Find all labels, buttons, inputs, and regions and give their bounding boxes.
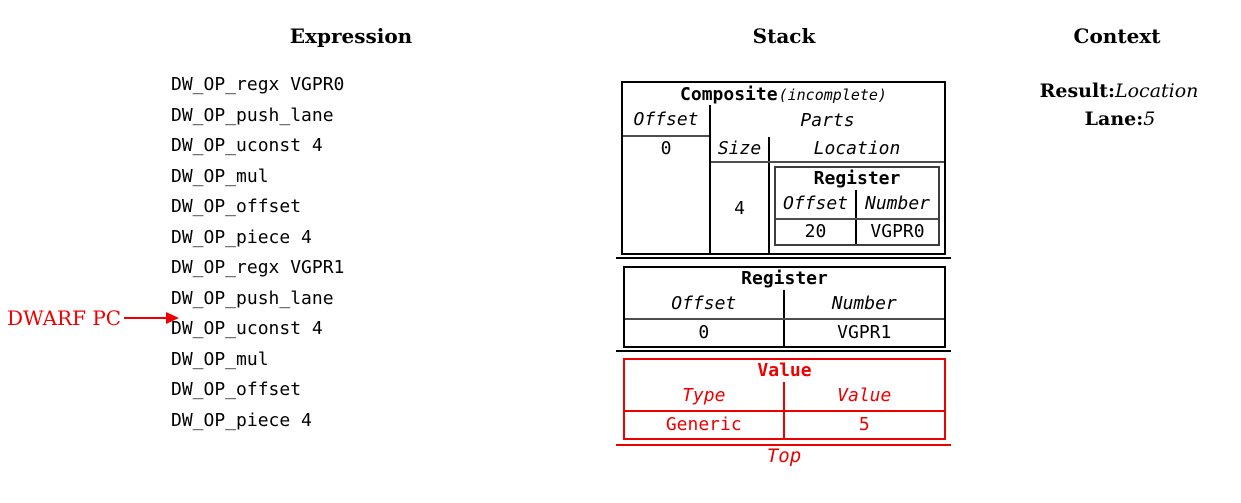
expression-op: DW_OP_uconst 4 xyxy=(171,135,323,157)
expression-op: DW_OP_regx VGPR0 xyxy=(171,74,345,95)
register-number-header: Number xyxy=(831,293,897,314)
expression-op: DW_OP_regx VGPR1 xyxy=(171,257,345,279)
composite-incomplete-note: (incomplete) xyxy=(778,86,887,104)
expression-op-pc-target: DW_OP_uconst 4 xyxy=(171,318,323,340)
value-value-header: Value xyxy=(837,385,892,406)
header-rule xyxy=(625,410,944,412)
stack-entry-register: Register Offset 0 Number VGPR1 xyxy=(623,266,946,348)
value-value-value: 5 xyxy=(858,414,870,435)
composite-location-header: Location xyxy=(813,138,901,159)
composite-offset-header: Offset xyxy=(623,105,709,137)
expression-op: DW_OP_push_lane xyxy=(171,287,334,309)
expression-op: DW_OP_offset xyxy=(171,196,302,218)
expression-op: DW_OP_piece 4 xyxy=(171,410,312,432)
register-offset-header: Offset xyxy=(671,293,737,314)
register-offset-column: Offset 20 xyxy=(776,190,857,244)
register-table-body: Offset 20 Number VGPR0 xyxy=(776,190,938,244)
expression-op: DW_OP_mul xyxy=(171,165,269,187)
header-rule xyxy=(625,318,944,320)
dwarf-pc-marker: DWARF PC xyxy=(7,306,180,330)
context-result-label: Result: xyxy=(1039,80,1115,102)
composite-location-cell: Register Offset 20 Number VGPR0 xyxy=(770,163,944,253)
register-offset-value: 0 xyxy=(698,322,710,343)
value-table-body: Type Generic Value 5 xyxy=(625,382,944,438)
register-number-value: VGPR1 xyxy=(837,322,892,343)
dwarf-pc-label: DWARF PC xyxy=(7,306,122,330)
context-lane-label: Lane: xyxy=(1084,108,1144,130)
value-table-title: Value xyxy=(757,360,812,381)
stack-entry-separator xyxy=(616,257,951,259)
stack-entry-value: Value Type Generic Value 5 xyxy=(623,358,946,440)
context-result-line: Result:Location xyxy=(1040,80,1199,102)
expression-op: DW_OP_offset xyxy=(171,379,302,401)
value-type-header: Type xyxy=(682,385,726,406)
expression-op: DW_OP_push_lane xyxy=(171,104,334,126)
register-offset-value: 20 xyxy=(804,221,827,242)
composite-size-header: Size xyxy=(711,137,770,161)
register-number-column: Number VGPR0 xyxy=(857,190,938,244)
context-result-value: Location xyxy=(1114,80,1199,102)
arrow-right-icon xyxy=(166,312,180,324)
stack-top-label: Top xyxy=(766,445,802,467)
composite-size-value: 4 xyxy=(711,163,770,253)
composite-title-text: Composite xyxy=(680,84,778,105)
arrow-line xyxy=(124,317,167,319)
context-column-title: Context xyxy=(1073,24,1161,48)
register-offset-header: Offset xyxy=(782,193,849,214)
context-lane-line: Lane:5 xyxy=(1085,108,1156,130)
composite-part-row: 4 Register Offset 20 Number xyxy=(711,163,944,253)
context-lane-value: 5 xyxy=(1143,108,1156,130)
composite-offset-column: Offset 0 xyxy=(623,105,711,253)
value-value-column: Value 5 xyxy=(785,382,945,438)
stack-entry-composite: Composite(incomplete) Offset 0 Parts Siz… xyxy=(621,81,946,255)
register-number-header: Number xyxy=(864,193,931,214)
stack-column-title: Stack xyxy=(752,24,816,48)
expression-column-title: Expression xyxy=(289,24,413,48)
stack-top-separator xyxy=(616,444,951,446)
composite-offset-value: 0 xyxy=(660,138,672,159)
register-number-column: Number VGPR1 xyxy=(785,290,945,346)
composite-part-register-table: Register Offset 20 Number VGPR0 xyxy=(774,166,940,246)
composite-parts-header: Parts xyxy=(800,110,855,131)
composite-parts-column: Parts Size Location 4 Register Offset xyxy=(711,105,944,253)
stack-entry-separator xyxy=(616,350,951,352)
register-table-body: Offset 0 Number VGPR1 xyxy=(625,290,944,346)
register-number-value: VGPR0 xyxy=(870,221,925,242)
composite-body: Offset 0 Parts Size Location 4 Register xyxy=(623,105,944,253)
register-table-title: Register xyxy=(741,268,828,289)
value-type-value: Generic xyxy=(665,414,742,435)
expression-op-list: DW_OP_regx VGPR0 DW_OP_push_lane DW_OP_u… xyxy=(171,70,344,437)
composite-title: Composite(incomplete) xyxy=(623,83,944,105)
expression-op: DW_OP_piece 4 xyxy=(171,226,312,248)
header-rule xyxy=(776,218,938,220)
expression-op: DW_OP_mul xyxy=(171,348,269,370)
register-table-title: Register xyxy=(813,168,901,189)
composite-part-header-row: Size Location xyxy=(711,137,944,163)
